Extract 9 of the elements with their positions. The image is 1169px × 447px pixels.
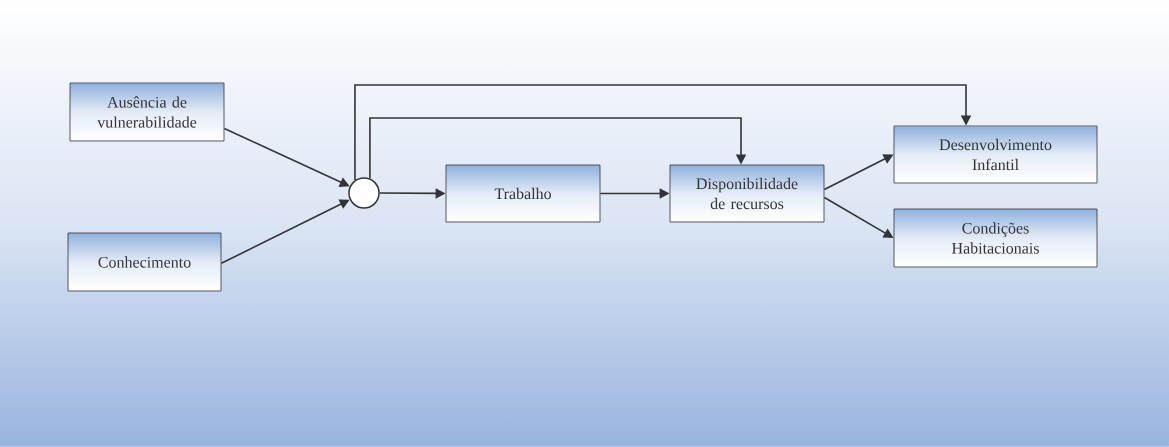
process-box: Conhecimento (67, 232, 222, 292)
junction-circle (348, 177, 380, 209)
process-box: Condições Habitacionais (893, 208, 1098, 268)
arrow (354, 84, 972, 181)
process-box: Desenvolvimento Infantil (893, 125, 1098, 184)
process-box: Ausência de vulnerabilidade (69, 82, 225, 142)
arrow (369, 117, 747, 180)
process-box: Trabalho (445, 164, 601, 223)
process-box: Disponibilidade de recursos (669, 164, 825, 223)
